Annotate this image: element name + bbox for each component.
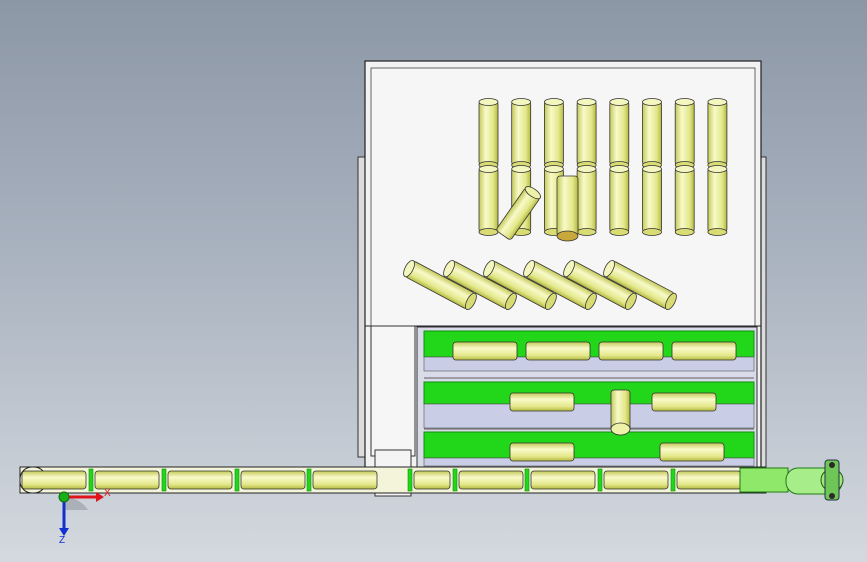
tilted-roller <box>563 260 637 310</box>
conveyor-roller <box>161 468 233 492</box>
upright-roller <box>674 98 695 169</box>
upright-roller <box>544 98 564 169</box>
bottom-rollers <box>21 468 742 492</box>
lane-roller <box>671 341 737 361</box>
z-axis-label: Z <box>59 535 65 546</box>
conveyor-roller <box>452 468 524 492</box>
lane-roller <box>598 341 664 361</box>
triad-shadow <box>62 497 88 510</box>
tilted-roller <box>523 260 597 310</box>
conveyor-roller <box>407 468 451 492</box>
upright-roller <box>707 98 728 169</box>
conveyor-roller <box>597 468 669 492</box>
lane-roller <box>525 341 591 361</box>
tilted-roller <box>443 260 517 310</box>
tilted-rollers <box>403 260 677 310</box>
lane-roller <box>651 392 717 412</box>
feed-chute <box>370 325 416 457</box>
drive-bolt <box>829 462 835 468</box>
upright-roller <box>642 165 662 236</box>
lane-roller <box>452 341 518 361</box>
tilted-roller <box>403 260 477 310</box>
upright-roller <box>609 98 630 169</box>
conveyor-roller <box>21 470 87 490</box>
lane-rollers <box>452 341 737 462</box>
axis-triad: X Z <box>58 488 111 546</box>
upright-roller <box>478 165 499 236</box>
falling-rollers <box>496 175 579 242</box>
y-axis-icon <box>58 491 70 503</box>
bottom-conveyor <box>19 459 844 501</box>
tilted-roller <box>603 260 677 310</box>
upright-roller <box>576 98 597 169</box>
drive-motor <box>824 459 840 501</box>
drive-bolt <box>829 493 835 499</box>
conveyor-roller <box>524 468 596 492</box>
tilted-roller <box>483 260 557 310</box>
conveyor-roller <box>306 468 378 492</box>
conveyor-roller <box>88 468 160 492</box>
upright-roller <box>511 98 532 169</box>
upright-roller <box>707 165 728 236</box>
upright-roller <box>478 98 499 169</box>
falling-roller-upright <box>556 175 579 242</box>
falling-roller-tilted <box>496 186 542 240</box>
upright-rollers <box>478 98 728 236</box>
conveyor-roller <box>234 468 306 492</box>
lane-roller <box>509 442 575 462</box>
x-axis-label: X <box>104 488 111 499</box>
upright-roller <box>674 165 695 236</box>
upright-roller <box>576 165 597 236</box>
lane-3-channel <box>423 457 755 467</box>
upright-roller <box>642 98 662 169</box>
lane-roller <box>509 392 575 412</box>
lane-roller <box>659 442 725 462</box>
conveyor-green-end <box>739 467 789 493</box>
conveyor-roller <box>670 468 742 492</box>
upright-roller <box>609 165 630 236</box>
